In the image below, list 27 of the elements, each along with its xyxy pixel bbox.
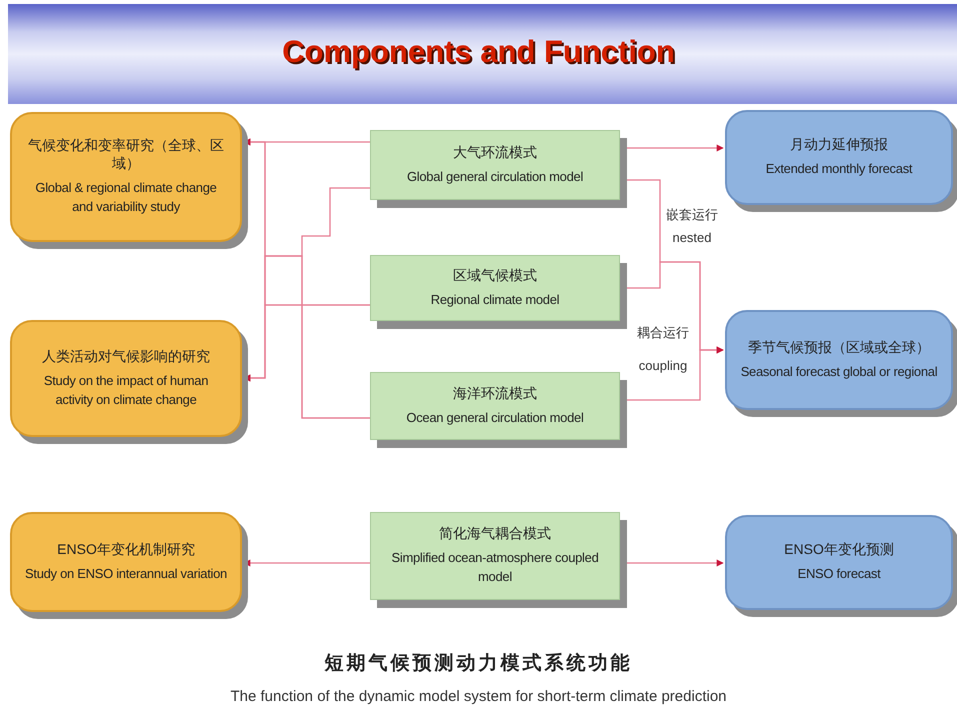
chinese-label: 气候变化和变率研究（全球、区域） — [27, 137, 225, 174]
chinese-label: 区域气候模式 — [453, 266, 537, 285]
english-label: ENSO forecast — [798, 565, 880, 584]
english-label: Study on the impact of human activity on climate change — [42, 372, 210, 409]
connector-note: 嵌套运行 — [665, 206, 719, 224]
chinese-label: ENSO年变化预测 — [784, 541, 894, 560]
chinese-label: 大气环流模式 — [453, 144, 537, 162]
chinese-label: 月动力延伸预报 — [790, 136, 888, 154]
chinese-label: 人类活动对气候影响的研究 — [42, 348, 210, 366]
english-label: Regional climate model — [430, 290, 560, 309]
connector-note: 耦合运行 — [636, 324, 690, 342]
english-label: Global & regional climate change and variability study — [34, 179, 218, 216]
slide-title: Components and Function — [282, 34, 675, 69]
english-label: Extended monthly forecast — [766, 160, 912, 178]
caption-text: The function of the dynamic model system for short-term climate prediction — [229, 688, 728, 705]
chinese-label: ENSO年变化机制研究 — [57, 540, 195, 559]
english-label: Seasonal forecast global or regional — [740, 362, 938, 381]
english-label: Simplified ocean-atmosphere coupled model — [390, 549, 600, 586]
connector-note: nested — [671, 230, 713, 245]
english-label: Global general circulation model — [406, 168, 584, 186]
english-label: Ocean general circulation model — [406, 408, 584, 427]
connector-note: coupling — [638, 358, 688, 373]
chinese-label: 海洋环流模式 — [453, 384, 537, 403]
chinese-label: 简化海气耦合模式 — [439, 525, 551, 544]
caption: 短期气候预测动力模式系统功能 — [323, 652, 634, 676]
chinese-label: 季节气候预报（区域或全球） — [748, 338, 930, 357]
english-label: Study on ENSO interannual variation — [25, 564, 227, 583]
